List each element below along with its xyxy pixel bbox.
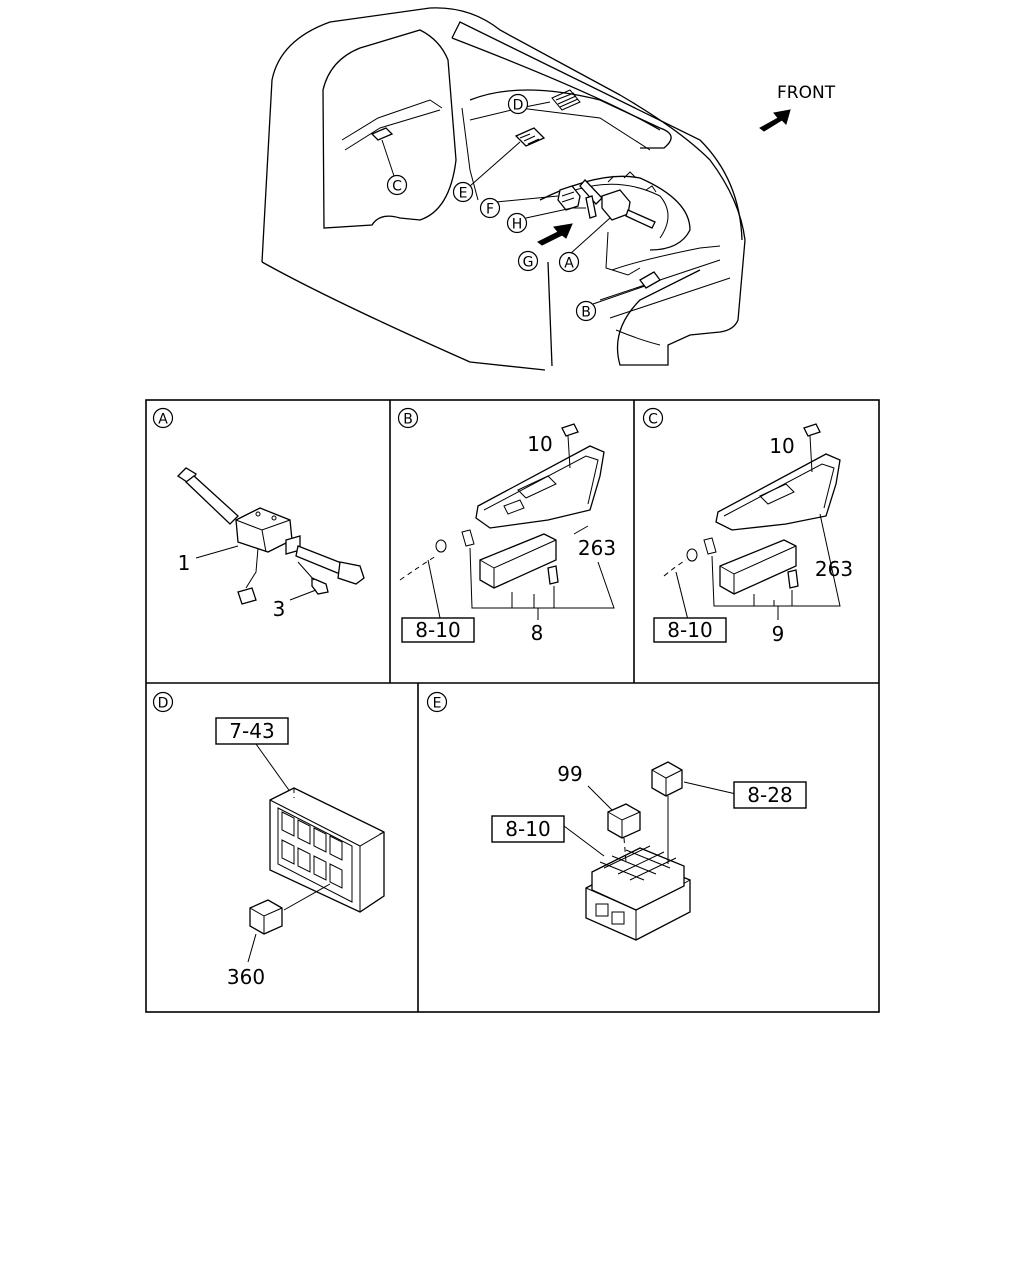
svg-text:C: C xyxy=(392,179,402,195)
svg-text:A: A xyxy=(564,256,574,272)
ref-8-10-E: 8-10 xyxy=(505,817,550,841)
part-9: 9 xyxy=(772,622,785,646)
ref-8-28: 8-28 xyxy=(747,783,792,807)
switch-panel-housing xyxy=(269,787,385,913)
panel-E-label: E xyxy=(433,696,442,712)
relay-99 xyxy=(607,803,641,863)
ref-7-43: 7-43 xyxy=(229,719,274,743)
relay-8-28 xyxy=(651,761,683,864)
detail-frames xyxy=(145,399,880,1013)
part-8: 8 xyxy=(531,621,544,645)
view-arrow xyxy=(537,223,573,246)
panel-C-label: C xyxy=(648,412,658,428)
svg-text:H: H xyxy=(512,217,523,233)
ref-8-10-B: 8-10 xyxy=(415,618,460,642)
part-3: 3 xyxy=(273,597,286,621)
window-switch-B xyxy=(479,533,557,589)
vehicle-overview: FRONT D C E F H G A B xyxy=(261,7,836,371)
panel-A-label: A xyxy=(158,412,168,428)
panel-E: E 99 8-10 8-28 xyxy=(426,691,807,941)
panel-B-label: B xyxy=(403,412,413,428)
vent-grille xyxy=(551,89,581,111)
panel-D-label: D xyxy=(158,696,169,712)
relay-block xyxy=(585,845,691,941)
svg-text:D: D xyxy=(513,98,524,114)
door-switch-C xyxy=(370,127,394,141)
panel-A: A 1 3 xyxy=(152,407,365,621)
window-switch-bezel-B xyxy=(475,445,605,529)
switch-panel-E xyxy=(514,127,546,147)
relay-F xyxy=(557,185,581,211)
part-99: 99 xyxy=(557,762,582,786)
panel-B: B 10 263 8 8-10 xyxy=(397,407,616,645)
ref-8-10-C: 8-10 xyxy=(667,618,712,642)
column-switch-overview xyxy=(579,171,657,229)
part-10-C: 10 xyxy=(769,434,794,458)
part-360: 360 xyxy=(227,965,265,989)
blank-switch-360 xyxy=(249,899,283,935)
callout-A: A xyxy=(558,251,580,273)
callout-E: E xyxy=(452,181,474,203)
window-switch-bezel-C xyxy=(715,453,841,531)
part-10: 10 xyxy=(527,432,552,456)
part-1: 1 xyxy=(178,551,191,575)
door-switch-B xyxy=(639,271,661,289)
panel-D: D 7-43 360 xyxy=(152,691,385,989)
callout-D: D xyxy=(507,93,529,115)
callout-H: H xyxy=(506,212,528,234)
panel-C: C 10 263 9 8-10 xyxy=(642,407,853,646)
svg-text:B: B xyxy=(581,305,591,321)
callout-C: C xyxy=(386,174,408,196)
callout-F: F xyxy=(479,197,501,219)
callout-G: G xyxy=(517,250,539,272)
front-arrow xyxy=(759,109,791,132)
part-263-C: 263 xyxy=(815,557,853,581)
front-label: FRONT xyxy=(777,83,836,103)
svg-text:G: G xyxy=(523,255,534,271)
svg-text:E: E xyxy=(459,186,468,202)
window-switch-C xyxy=(719,539,797,595)
part-263: 263 xyxy=(578,536,616,560)
combination-switch xyxy=(176,467,365,605)
callout-B: B xyxy=(575,300,597,322)
svg-text:F: F xyxy=(486,202,494,218)
